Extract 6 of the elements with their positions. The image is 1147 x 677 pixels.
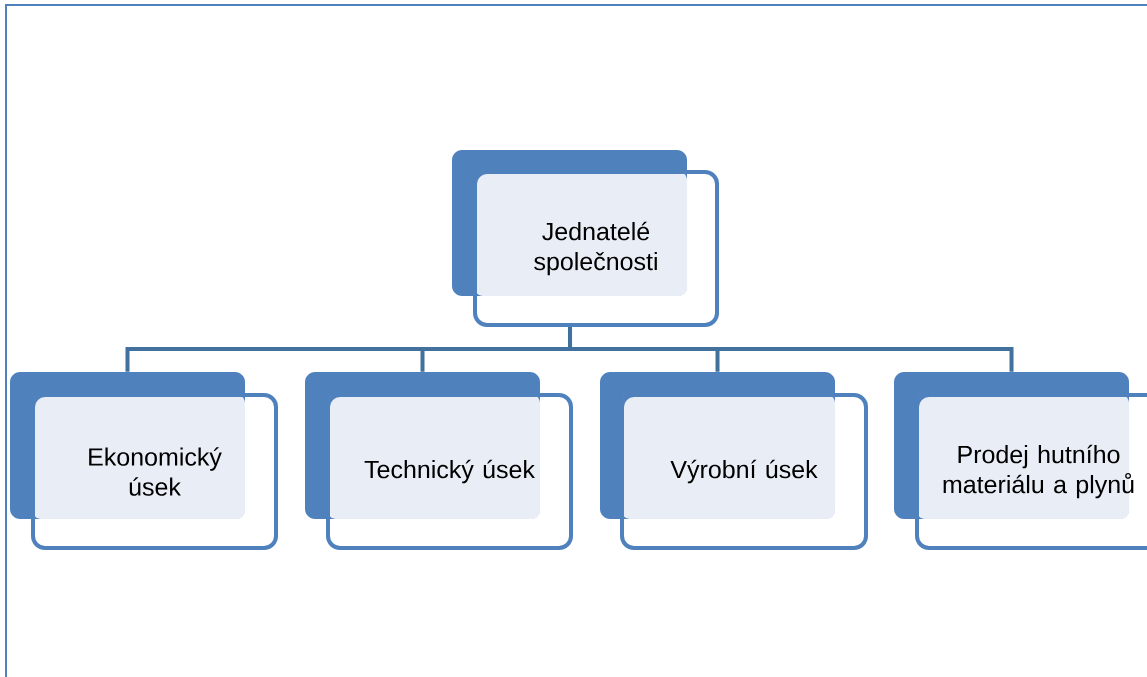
org-box: Technický úsek — [305, 372, 573, 550]
org-box: Ekonomický úsek — [10, 372, 278, 550]
org-box: Prodej hutního materiálu a plynů — [894, 372, 1147, 550]
connector — [568, 327, 1014, 372]
org-box: Výrobní úsek — [600, 372, 868, 550]
org-box: Jednatelé společnosti — [452, 150, 719, 327]
